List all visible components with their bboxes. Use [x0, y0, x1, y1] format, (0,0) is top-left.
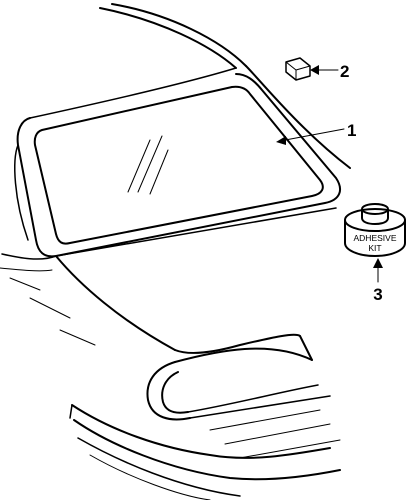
- kit-label-line2: KIT: [368, 243, 381, 253]
- kit-label-line1: ADHESIVE: [354, 233, 397, 243]
- callout-3: 3: [373, 258, 383, 304]
- callout-number-1: 1: [347, 121, 356, 140]
- callout-number-2: 2: [340, 62, 349, 81]
- adhesive-kit-part: ADHESIVE KIT: [344, 203, 406, 257]
- callout-number-3: 3: [373, 285, 382, 304]
- car-front-body: [146, 333, 341, 459]
- car-hood: [0, 207, 337, 351]
- windshield-glass: [33, 85, 324, 245]
- windshield-frame: [14, 65, 351, 258]
- moulding-clip-part: [285, 57, 311, 81]
- callout-1: 1: [276, 121, 356, 145]
- callout-2: 2: [310, 62, 349, 81]
- car-bumper: [69, 404, 341, 500]
- car-roof-outline: [29, 3, 247, 119]
